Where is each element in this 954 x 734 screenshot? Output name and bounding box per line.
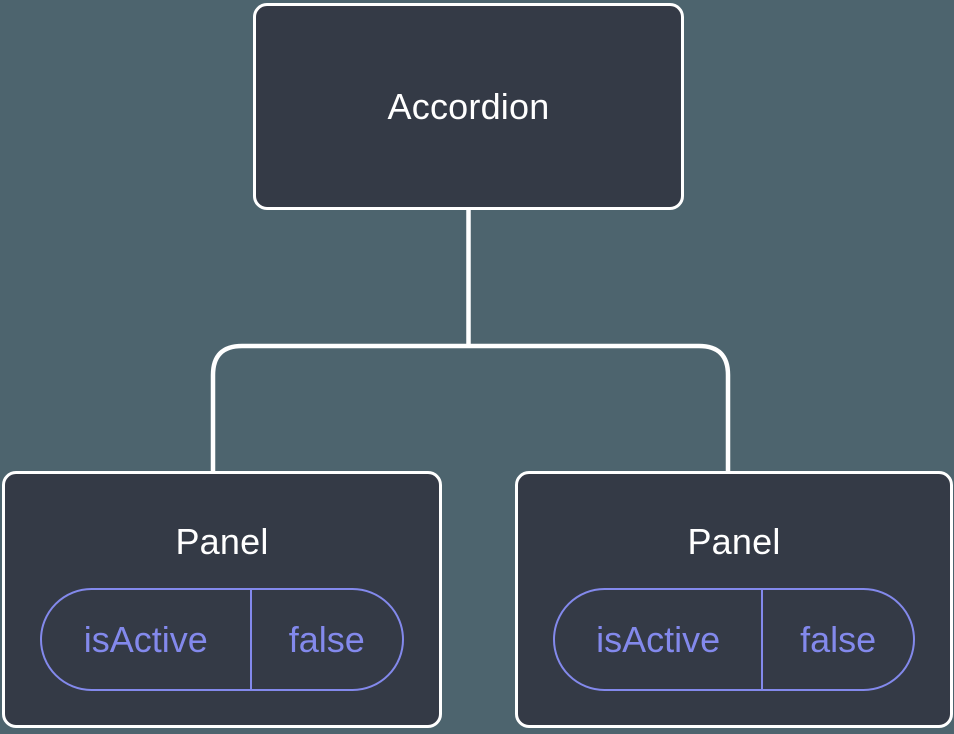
state-value: false bbox=[288, 618, 365, 660]
node-panel-1-label: Panel bbox=[175, 521, 269, 562]
state-key: isActive bbox=[42, 590, 252, 689]
node-panel-1: Panel isActive false bbox=[2, 471, 442, 728]
state-key: isActive bbox=[555, 590, 764, 689]
connector-branch bbox=[210, 343, 731, 472]
node-panel-2-label: Panel bbox=[687, 521, 781, 562]
node-accordion: Accordion bbox=[253, 3, 684, 210]
state-pill: isActive false bbox=[40, 588, 404, 691]
state-pill: isActive false bbox=[553, 588, 915, 691]
state-value: false bbox=[800, 618, 877, 660]
node-panel-2: Panel isActive false bbox=[515, 471, 953, 728]
node-accordion-label: Accordion bbox=[387, 85, 550, 127]
